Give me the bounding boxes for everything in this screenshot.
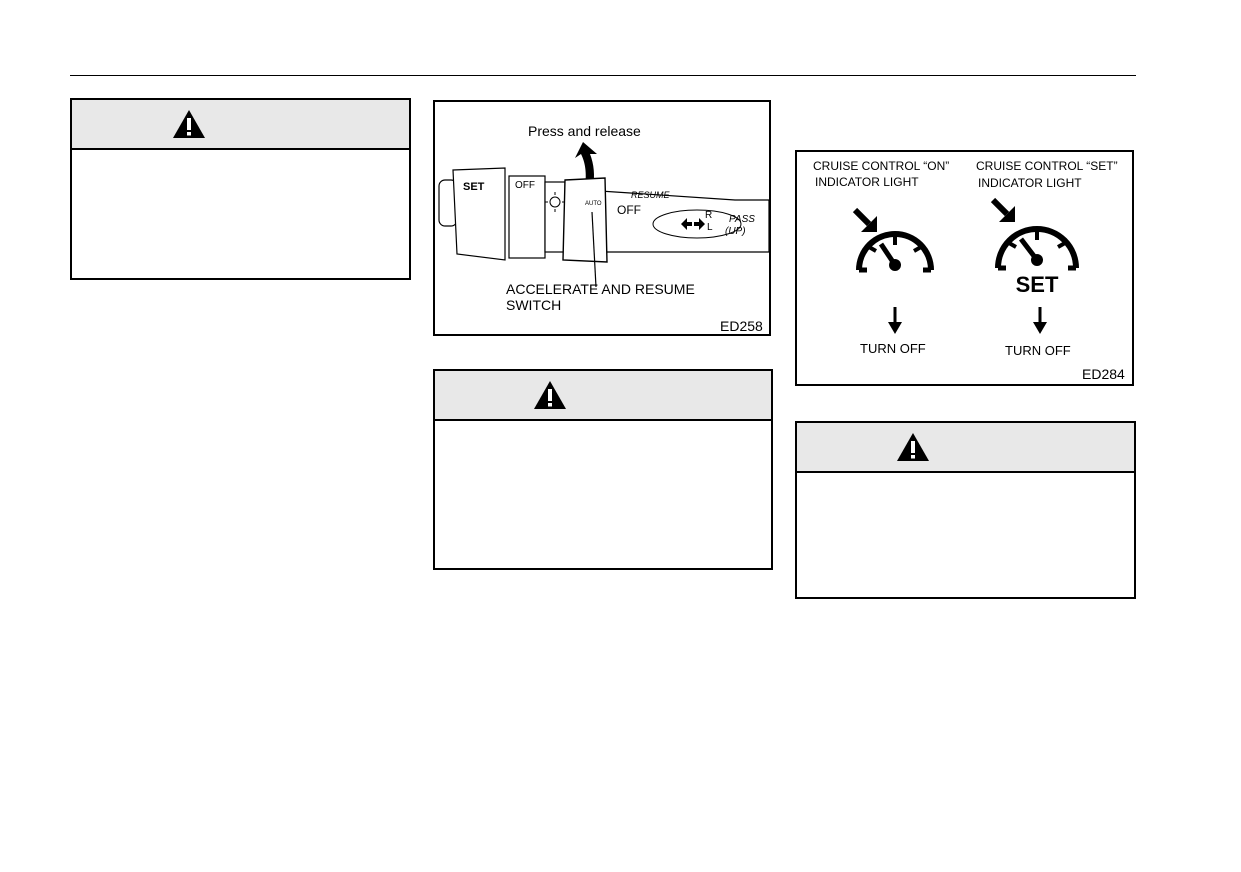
warning-box-2 bbox=[433, 369, 773, 570]
set-indicator-line2: INDICATOR LIGHT bbox=[978, 176, 1082, 190]
up-arrow-icon bbox=[575, 142, 597, 187]
turn-off-label-1: TURN OFF bbox=[860, 341, 926, 356]
down-arrow-icon bbox=[888, 307, 902, 334]
figure-cruise-switch: Press and release SET OFF RESUME OFF AUT… bbox=[433, 100, 771, 336]
header-rule bbox=[70, 75, 1136, 76]
lever-up-label: (UP) bbox=[725, 226, 746, 237]
set-indicator-line1: CRUISE CONTROL “SET” bbox=[976, 159, 1118, 173]
lever-auto-label: AUTO bbox=[585, 201, 602, 207]
figure-indicator-lights: CRUISE CONTROL “ON” INDICATOR LIGHT CRUI… bbox=[795, 150, 1134, 386]
speedometer-icon bbox=[856, 231, 934, 273]
switch-label-line1: ACCELERATE AND RESUME bbox=[506, 281, 695, 297]
warning-triangle-icon bbox=[534, 381, 566, 409]
turn-off-label-2: TURN OFF bbox=[1005, 343, 1071, 358]
figure-id: ED284 bbox=[1082, 366, 1125, 382]
figure-id: ED258 bbox=[720, 318, 763, 334]
lever-off-left-label: OFF bbox=[515, 180, 535, 191]
lever-r-label: R bbox=[705, 210, 712, 221]
lever-set-label: SET bbox=[463, 181, 485, 193]
warning-header bbox=[72, 100, 409, 150]
warning-triangle-icon bbox=[897, 433, 929, 461]
pointer-arrow-icon bbox=[990, 197, 1015, 222]
on-indicator-line2: INDICATOR LIGHT bbox=[815, 175, 919, 189]
indicator-graphics: SET bbox=[852, 197, 1079, 334]
warning-box-3 bbox=[795, 421, 1136, 599]
lever-off-right-label: OFF bbox=[617, 203, 641, 217]
lever-resume-label: RESUME bbox=[631, 190, 671, 200]
set-word-label: SET bbox=[1016, 272, 1059, 297]
down-arrow-icon bbox=[1033, 307, 1047, 334]
speedometer-icon bbox=[995, 226, 1079, 271]
warning-triangle-icon bbox=[173, 110, 205, 138]
lever-pass-label: PASS bbox=[729, 214, 755, 225]
warning-header bbox=[797, 423, 1134, 473]
switch-illustration: SET OFF RESUME OFF AUTO R L PASS (UP) bbox=[438, 142, 769, 288]
warning-header bbox=[435, 371, 771, 421]
switch-label-line2: SWITCH bbox=[506, 297, 562, 313]
press-release-label: Press and release bbox=[528, 123, 641, 139]
on-indicator-line1: CRUISE CONTROL “ON” bbox=[813, 159, 950, 173]
pointer-arrow-icon bbox=[852, 207, 877, 232]
lever-l-label: L bbox=[707, 222, 713, 233]
warning-box-1 bbox=[70, 98, 411, 280]
